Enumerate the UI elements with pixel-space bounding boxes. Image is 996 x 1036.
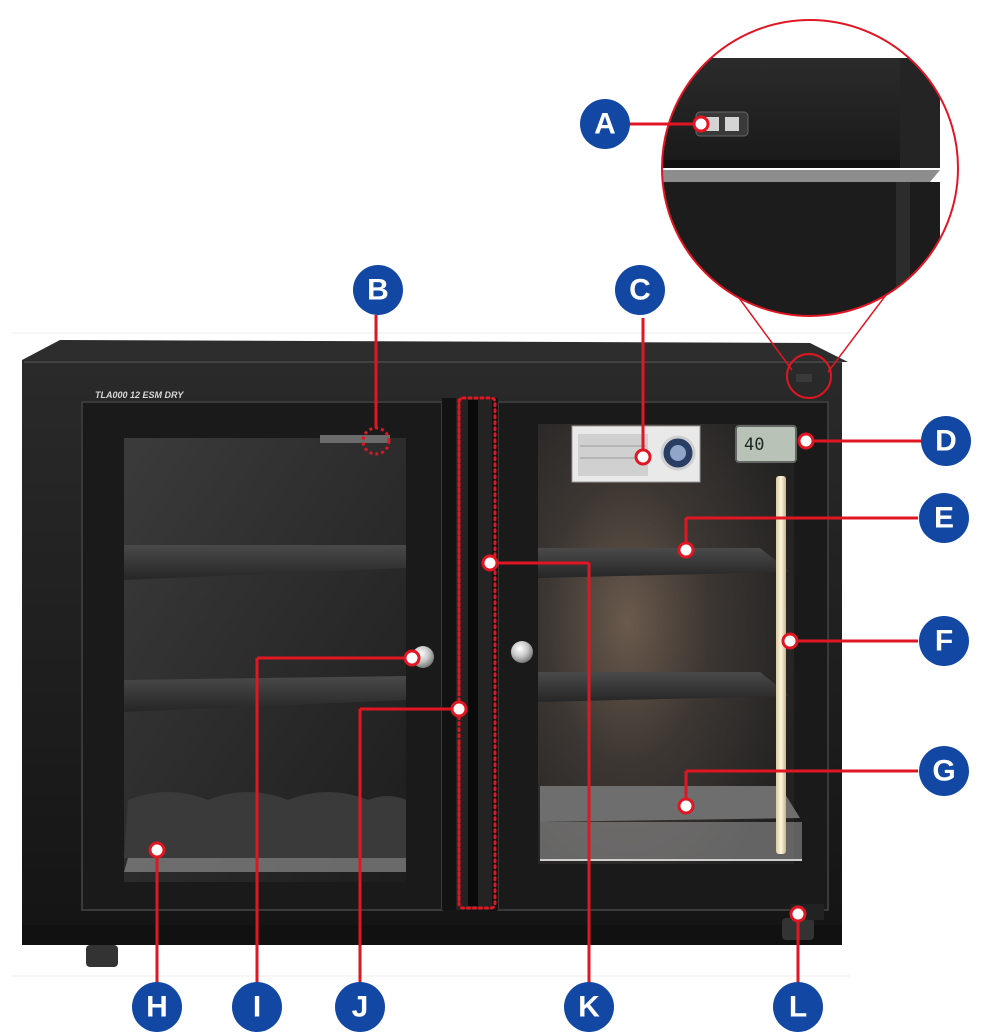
hygrometer-reading: 40 [744, 435, 764, 455]
right-shelf-upper [538, 548, 790, 578]
badge-label: F [935, 625, 953, 658]
badge-label: D [935, 425, 957, 458]
badge-label: C [629, 274, 651, 307]
zoom-inset [661, 19, 959, 399]
right-door-knob [511, 641, 533, 663]
badge-k: K [564, 982, 614, 1032]
left-shelf-lower [124, 676, 406, 712]
right-bottom-tray [540, 786, 802, 861]
badge-label: L [789, 991, 807, 1024]
seal-outlines [457, 396, 497, 910]
badge-label: G [932, 755, 955, 788]
badge-d: D [921, 416, 971, 466]
callout-dots [148, 115, 815, 923]
badge-label: E [934, 502, 954, 535]
badge-f: F [919, 616, 969, 666]
right-shelf-lower [538, 672, 790, 702]
badge-j: J [335, 982, 385, 1032]
led-strip [776, 476, 786, 854]
badge-h: H [132, 982, 182, 1032]
badge-label: B [367, 274, 389, 307]
badge-label: H [146, 991, 168, 1024]
callout-lines [155, 122, 922, 990]
brand-label: TLA000 12 ESM DRY [95, 390, 184, 400]
badge-c: C [615, 265, 665, 315]
cabinet: TLA000 12 ESM DRY 40 [22, 340, 848, 967]
badge-b: B [353, 265, 403, 315]
badge-l: L [773, 982, 823, 1032]
badge-g: G [919, 746, 969, 796]
left-lens-holder-tray [124, 792, 406, 872]
left-shelf-upper [124, 545, 406, 580]
badge-label: J [352, 991, 369, 1024]
hygrometer-display: 40 [735, 425, 797, 463]
badge-e: E [919, 493, 969, 543]
badge-label: K [578, 991, 600, 1024]
badge-a: A [580, 99, 630, 149]
badge-label: I [253, 991, 261, 1024]
badges: A B C D E F G H [132, 99, 971, 1032]
badge-i: I [232, 982, 282, 1032]
badge-label: A [594, 108, 616, 141]
left-foot [86, 945, 118, 967]
